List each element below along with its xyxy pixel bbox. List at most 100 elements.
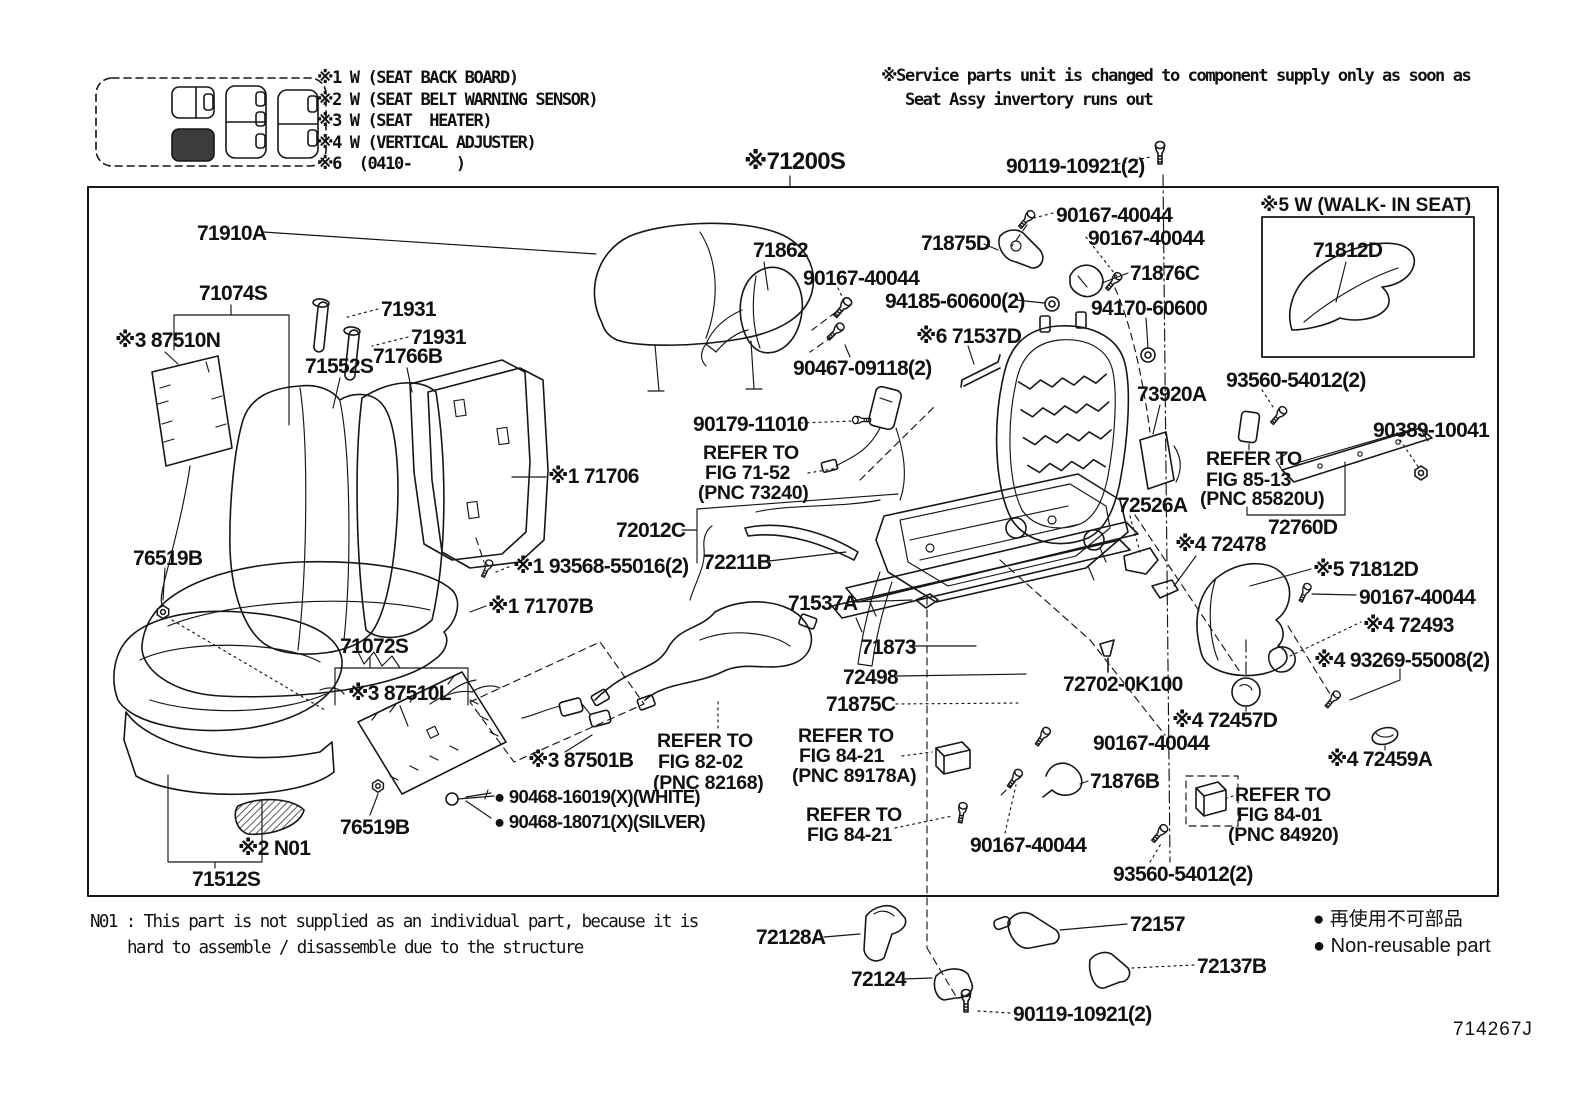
clip-71537A-drawing bbox=[915, 593, 939, 609]
label-87510N: ※3 87510N bbox=[115, 329, 221, 352]
refer-fig71-52-3: (PNC 73240) bbox=[698, 482, 809, 504]
legend-row-4: ※4 W (VERTICAL ADJUSTER) bbox=[317, 132, 537, 153]
figure-code: 714267J bbox=[1453, 1019, 1533, 1040]
label-93568-55016: ※1 93568-55016(2) bbox=[513, 555, 689, 578]
refer-fig71-52-1: REFER TO bbox=[703, 442, 799, 464]
bracket-71875D-drawing bbox=[998, 229, 1044, 269]
refer-fig84-21b-2: FIG 84-21 bbox=[807, 824, 893, 846]
label-71812D-main: ※5 71812D bbox=[1313, 558, 1419, 581]
label-72124: 72124 bbox=[851, 968, 907, 991]
seat-back-cover-drawing bbox=[229, 382, 445, 655]
strap-part-drawing bbox=[234, 798, 305, 836]
label-90468-16019: ● 90468-16019(X)(WHITE) bbox=[494, 786, 701, 807]
refer-fig84-21b-1: REFER TO bbox=[806, 804, 902, 826]
hook-71876B-drawing bbox=[1042, 762, 1083, 798]
label-71873: 71873 bbox=[861, 636, 917, 659]
shield-71812D-drawing bbox=[1196, 563, 1291, 677]
main-harness-drawing bbox=[590, 525, 818, 711]
clip-icon bbox=[156, 604, 170, 620]
leader-lines bbox=[162, 156, 1420, 1014]
label-76519B-lower: 76519B bbox=[340, 816, 410, 839]
cap-72459A-drawing bbox=[1371, 726, 1399, 746]
label-71074S: 71074S bbox=[199, 282, 268, 305]
n01-note-line1: N01 : This part is not supplied as an in… bbox=[90, 912, 699, 932]
label-71812D-walkin: 71812D bbox=[1313, 239, 1383, 262]
non-reusable-en: ● Non-reusable part bbox=[1313, 935, 1491, 957]
refer-fig84-01-3: (PNC 84920) bbox=[1228, 824, 1339, 846]
screw-icon bbox=[955, 801, 969, 825]
headrest-drawing bbox=[593, 222, 815, 392]
label-71910A: 71910A bbox=[197, 222, 267, 245]
sub-harness-drawing bbox=[429, 641, 645, 763]
service-note-line1: ※Service parts unit is changed to compon… bbox=[881, 66, 1472, 86]
grommet-icon bbox=[1140, 347, 1156, 363]
label-72211B: 72211B bbox=[703, 551, 772, 574]
refer-fig82-02-3: (PNC 82168) bbox=[653, 772, 764, 794]
label-87501B: ※3 87501B bbox=[528, 749, 634, 772]
label-73920A: 73920A bbox=[1137, 383, 1207, 406]
bracket-71876C-drawing bbox=[1069, 264, 1104, 298]
label-71552S: 71552S bbox=[305, 355, 374, 378]
label-72457D: ※4 72457D bbox=[1172, 709, 1278, 732]
wire-72012C-drawing bbox=[755, 499, 881, 513]
seatback-heater-drawing bbox=[151, 355, 233, 605]
nut-icon bbox=[1414, 465, 1428, 481]
seat-cushion-drawing bbox=[113, 610, 345, 836]
cushion-heater-drawing bbox=[357, 671, 507, 795]
label-71537D: ※6 71537D bbox=[916, 325, 1022, 348]
label-71512S: 71512S bbox=[192, 868, 261, 891]
relay-fig84-01-drawing bbox=[1185, 775, 1239, 827]
strip-drawing bbox=[960, 354, 1001, 388]
label-72157: 72157 bbox=[1130, 913, 1186, 936]
cushion-frame-drawing bbox=[831, 473, 1139, 667]
wedge-72478-drawing bbox=[1151, 579, 1179, 599]
label-87510L: ※3 87510L bbox=[348, 682, 452, 705]
refer-fig82-02-2: FIG 82-02 bbox=[658, 751, 744, 773]
label-90119-10921-top: 90119-10921(2) bbox=[1006, 155, 1145, 178]
seat-map-icon bbox=[95, 77, 327, 167]
relay-fig84-21-drawing bbox=[935, 741, 971, 775]
label-90179-11010: 90179-11010 bbox=[693, 413, 809, 436]
label-71766B: 71766B bbox=[373, 345, 443, 368]
label-90389-10041: 90389-10041 bbox=[1373, 419, 1490, 442]
label-72012C: 72012C bbox=[616, 519, 686, 542]
label-90167-f: 90167-40044 bbox=[970, 834, 1087, 857]
label-71931-a: 71931 bbox=[381, 298, 437, 321]
label-93269-55008: ※4 93269-55008(2) bbox=[1314, 649, 1490, 672]
label-90167-b: 90167-40044 bbox=[1056, 204, 1173, 227]
walk-in-seat-box bbox=[1261, 216, 1475, 358]
label-93560-top: 93560-54012(2) bbox=[1226, 369, 1366, 392]
screw-icon bbox=[1149, 822, 1170, 845]
refer-fig85-13-1: REFER TO bbox=[1206, 448, 1302, 470]
label-90467-09118: 90467-09118(2) bbox=[793, 357, 932, 380]
label-N01: ※2 N01 bbox=[238, 837, 311, 860]
label-72137B: 72137B bbox=[1197, 955, 1267, 978]
screw-icon bbox=[1268, 404, 1289, 427]
belt-guide-drawing bbox=[700, 266, 804, 367]
construction-lines bbox=[171, 174, 1331, 999]
label-76519B-upper: 76519B bbox=[133, 547, 203, 570]
refer-fig84-21a-3: (PNC 89178A) bbox=[792, 765, 917, 787]
bolt-icon bbox=[831, 295, 854, 320]
non-reusable-jp: ● 再使用不可部品 bbox=[1313, 909, 1463, 930]
label-71537A: 71537A bbox=[788, 592, 858, 615]
label-94170-60600: 94170-60600 bbox=[1091, 297, 1208, 320]
rod-72211B-drawing bbox=[744, 524, 859, 561]
label-71875D: 71875D bbox=[921, 232, 991, 255]
label-90468-18071: ● 90468-18071(X)(SILVER) bbox=[494, 811, 706, 832]
label-71875C: 71875C bbox=[826, 693, 896, 716]
label-71072S: 71072S bbox=[340, 635, 409, 658]
box-73920A-drawing bbox=[1139, 431, 1181, 490]
clip-icon bbox=[371, 778, 385, 794]
label-72702-0K100: 72702-0K100 bbox=[1063, 673, 1183, 696]
label-72498: 72498 bbox=[843, 666, 899, 689]
label-71707B: ※1 71707B bbox=[488, 595, 594, 618]
label-71931-b: 71931 bbox=[411, 326, 467, 349]
pin-icon bbox=[445, 789, 495, 806]
bolt-icon bbox=[851, 415, 872, 425]
bolt-icon bbox=[1004, 767, 1025, 790]
highlighted-seat bbox=[171, 128, 215, 162]
label-71200S: ※71200S bbox=[744, 148, 846, 175]
